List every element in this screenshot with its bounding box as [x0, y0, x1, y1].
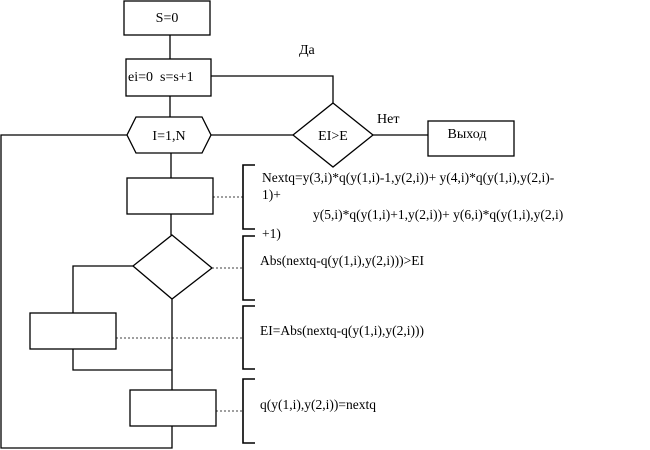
- annotation-compute-line3: y(5,i)*q(y(1,i)+1,y(2,i))+ y(6,i)*q(y(1,…: [313, 207, 563, 222]
- connector-yes-branch: [211, 75, 334, 103]
- check-decision-label: EI>E: [318, 129, 348, 144]
- exit-box: [427, 120, 515, 157]
- annotation-bracket-compare: [242, 235, 255, 301]
- annotation-bracket-assign: [242, 305, 255, 370]
- annotation-bracket-update: [242, 378, 255, 444]
- compute-box: [126, 177, 214, 215]
- annotation-compute-line1: Nextq=y(3,i)*q(y(1,i)-1,y(2,i))+ y(4,i)*…: [262, 170, 555, 185]
- init-box: [123, 0, 211, 36]
- assign-ei-box: [29, 312, 117, 350]
- connector-compare-yes: [72, 265, 133, 313]
- annotation-assign-ei: EI=Abs(nextq-q(y(1,i),y(2,i))): [260, 323, 424, 338]
- annotation-bracket-compute: [242, 164, 255, 230]
- no-label: Нет: [377, 112, 399, 127]
- connector-assign-merge: [72, 349, 172, 371]
- loop-box: [126, 116, 212, 154]
- exit-box-label: Выход: [448, 127, 487, 142]
- reset-box-label: ei=0 s=s+1: [128, 70, 194, 85]
- yes-label: Да: [299, 43, 316, 58]
- annotation-update-q: q(y(1,i),y(2,i))=nextq: [260, 397, 376, 412]
- update-q-box: [129, 389, 217, 427]
- reset-box: [125, 58, 212, 97]
- compare-decision: [131, 234, 214, 300]
- annotation-compute-line4: +1): [262, 226, 281, 241]
- connector-loop-back: [0, 134, 173, 449]
- check-decision: [291, 102, 375, 168]
- loop-box-label: I=1,N: [152, 129, 185, 144]
- init-box-label: S=0: [156, 11, 179, 26]
- annotation-compare: Abs(nextq-q(y(1,i),y(2,i)))>EI: [260, 253, 424, 268]
- annotation-compute-line2: 1)+: [262, 187, 281, 202]
